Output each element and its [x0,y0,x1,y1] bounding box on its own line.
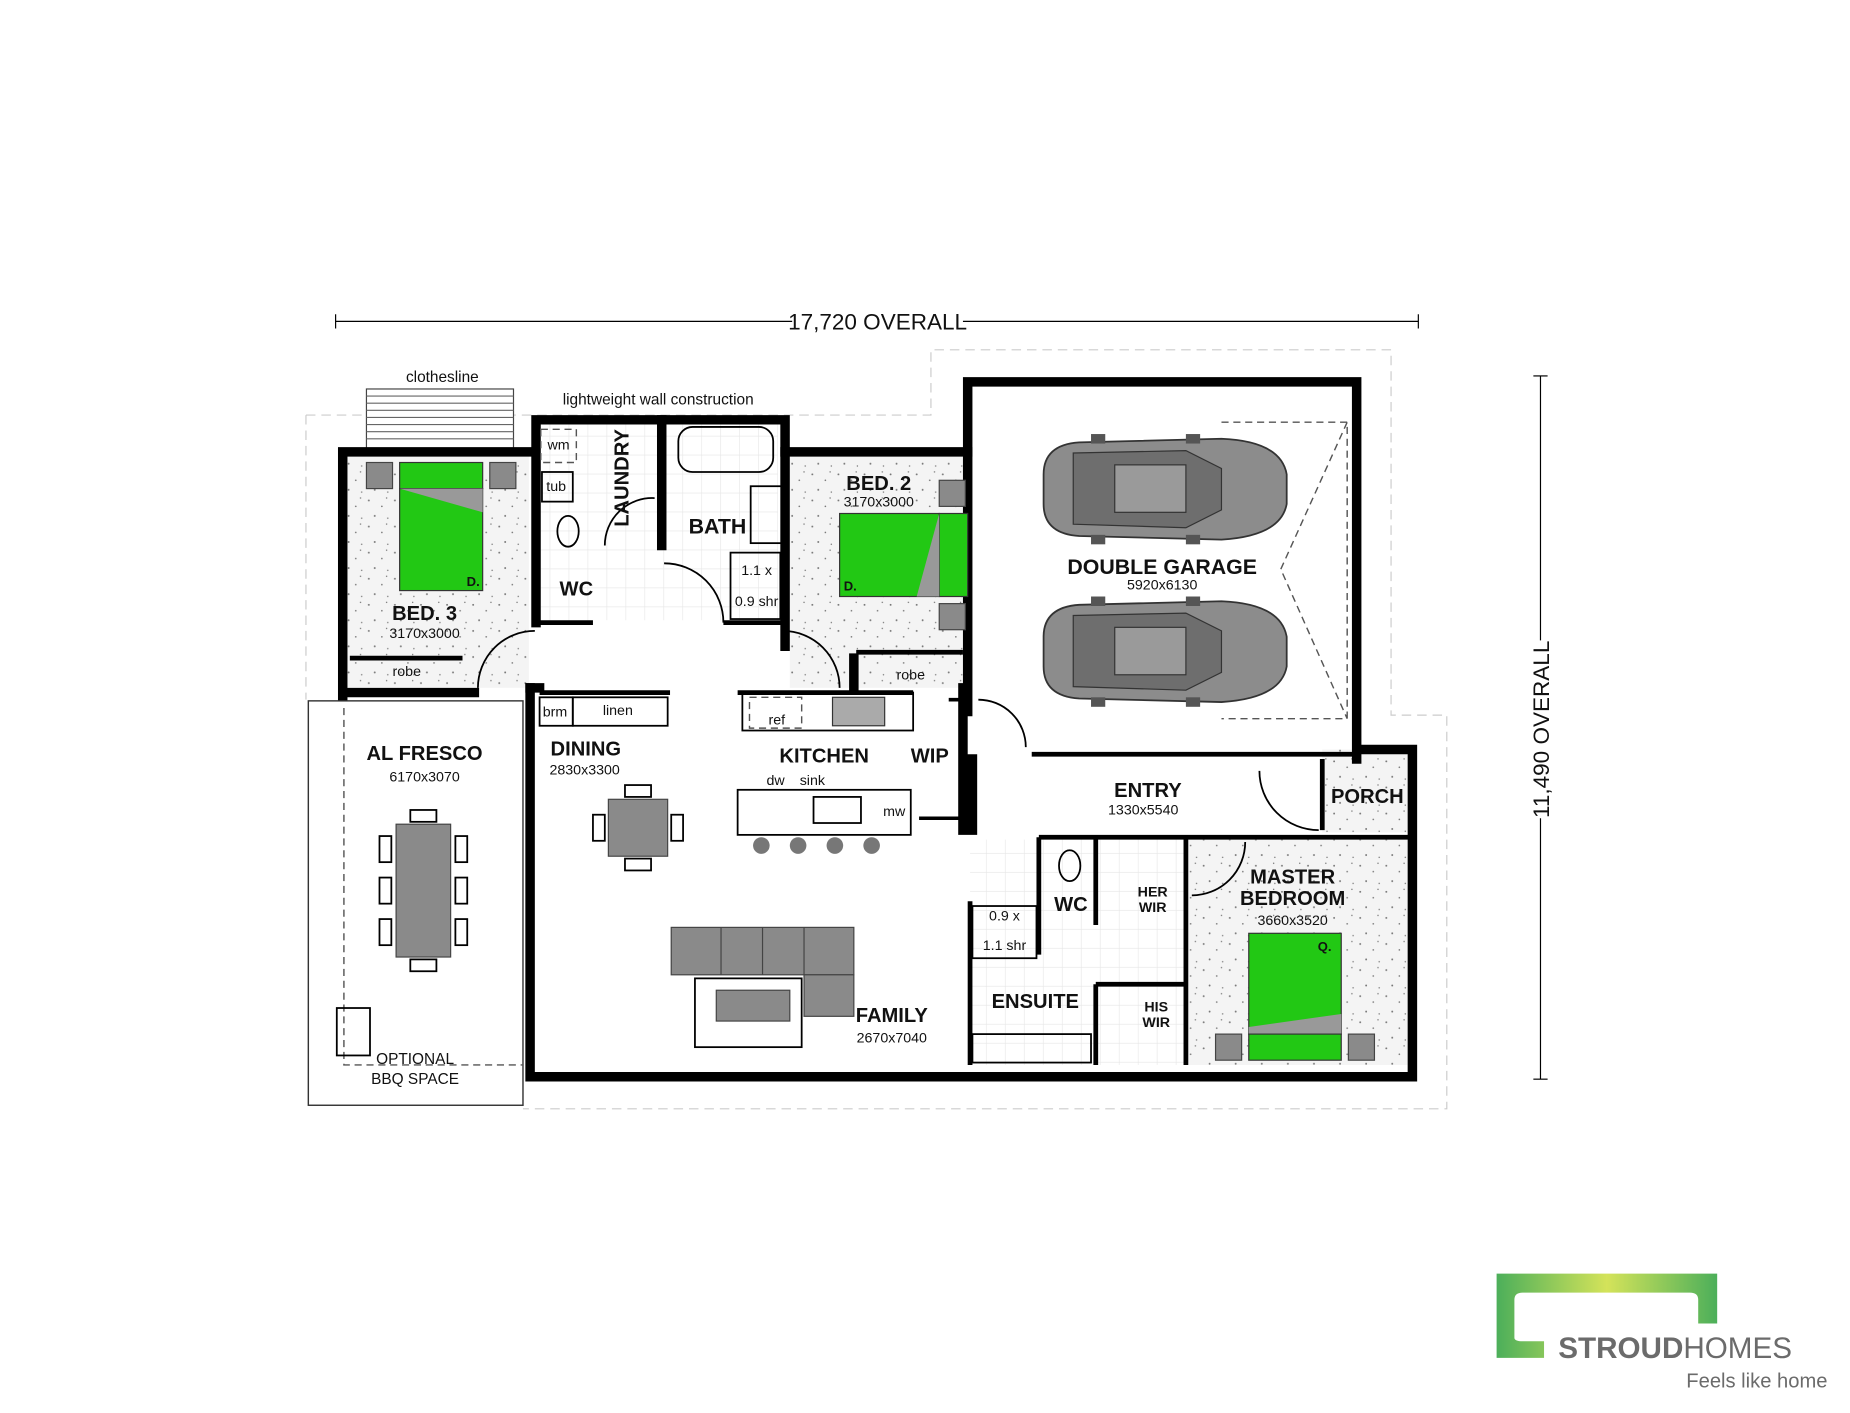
mw-label: mw [883,804,906,820]
cooktop-icon [831,696,886,727]
bath-label: BATH [689,515,747,539]
ensuite-shower-size: 0.9 x [989,908,1020,924]
master-label: MASTER [1250,866,1336,888]
garage-size: 5920x6130 [1127,577,1197,593]
stroud-homes-logo: STROUDHOMES Feels like home [1496,1273,1827,1393]
doors [477,497,1319,897]
entry-size: 1330x5540 [1108,803,1178,819]
family-label: FAMILY [856,1005,929,1027]
clothesline [365,388,515,449]
garage-door-swing [1221,421,1348,720]
bed2-robe: robe [897,668,926,684]
master-label-2: BEDROOM [1240,888,1345,910]
sofa [670,926,855,1017]
bath-vanity [749,485,783,545]
master-mark: Q. [1318,939,1332,954]
bed2-size: 3170x3000 [844,494,914,510]
bbq-label: OPTIONAL [376,1051,454,1068]
overall-width-dimension: 17,720 OVERALL [335,310,1419,335]
lightweight-wall-label: lightweight wall construction [563,391,754,408]
bed3-robe: robe [393,664,422,680]
wc1-label: WC [560,578,594,600]
eave-outline [305,349,1448,1110]
overall-depth-label: 11,490 OVERALL [1529,641,1554,818]
porch-floor [1322,749,1408,833]
his-wir-label: HIS [1144,1000,1168,1016]
bed3-pillows [399,461,484,490]
entry-label: ENTRY [1114,780,1182,802]
her-wir-label-2: WIR [1139,900,1167,916]
wm-label: wm [546,437,569,453]
wip-label: WIP [911,746,949,768]
bed2-label: BED. 2 [846,473,911,495]
laundry-label: LAUNDRY [612,428,634,526]
car-icon [1042,433,1288,546]
bathtub-icon [677,426,775,473]
her-wir-label: HER [1138,885,1168,901]
outdoor-dining-table [378,809,469,973]
bedside-table [938,479,966,507]
ensuite-shower [971,905,1038,960]
dw-label: dw [766,773,785,789]
brm-label: brm [543,704,568,720]
master-fold [1248,1013,1342,1035]
family-size: 2670x7040 [857,1030,927,1046]
bed3-size: 3170x3000 [389,626,459,642]
bed3-fold [399,488,483,513]
master-size: 3660x3520 [1257,913,1327,929]
ref-label: ref [768,713,785,729]
linen-cupboard [571,696,669,727]
master-pillows [1248,1033,1342,1061]
bath-shower-size: 1.1 x [741,563,772,579]
car-icon [1042,595,1288,708]
dining-table [592,784,684,872]
overall-width-label: 17,720 OVERALL [788,310,967,335]
logo-brand: STROUDHOMES [1558,1332,1792,1365]
bar-stools [753,837,880,854]
laundry-tub [541,471,574,503]
bed3-mark: D. [467,574,480,589]
rug [694,977,803,1049]
sink-icon [812,796,862,824]
bedside-table [938,603,966,631]
kitchen-island [736,788,912,836]
toilet-icon [1058,849,1082,883]
bed2-pillows [938,512,969,598]
bbq-icon [335,1007,371,1057]
alfresco-label: AL FRESCO [366,743,482,765]
ensuite-label: ENSUITE [992,991,1079,1013]
bath-shower [729,551,782,620]
clothesline-label: clothesline [406,369,479,386]
bedside-table [489,461,517,490]
ensuite-vanity [971,1033,1092,1064]
sink-label: sink [800,773,826,789]
dining-size: 2830x3300 [549,762,619,778]
dining-label: DINING [551,738,622,760]
bedside-table [1347,1033,1376,1061]
ensuite-shower-size-2: 1.1 shr [983,938,1027,954]
bath-shower-size-2: 0.9 shr [735,594,779,610]
wc2-label: WC [1054,894,1088,916]
bed3-label: BED. 3 [392,603,457,625]
bedside-table [1214,1033,1243,1061]
his-wir-label-2: WIR [1142,1015,1170,1031]
toilet-icon [556,514,580,548]
logo-tagline: Feels like home [1686,1371,1827,1393]
overall-depth-dimension: 11,490 OVERALL [1529,375,1554,1080]
tub-label: tub [546,479,566,495]
porch-label: PORCH [1331,786,1404,808]
fridge-space [748,696,803,729]
bbq-label-2: BBQ SPACE [371,1071,459,1088]
coffee-table [715,989,791,1022]
kitchen-label: KITCHEN [779,746,869,768]
kitchen-bench-back [741,691,915,732]
washing-machine [540,428,578,464]
linen-label: linen [603,703,633,719]
bed2-mark: D. [844,579,857,594]
bedside-table [365,461,394,490]
garage-label: DOUBLE GARAGE [1067,555,1257,579]
alfresco-size: 6170x3070 [389,770,459,786]
